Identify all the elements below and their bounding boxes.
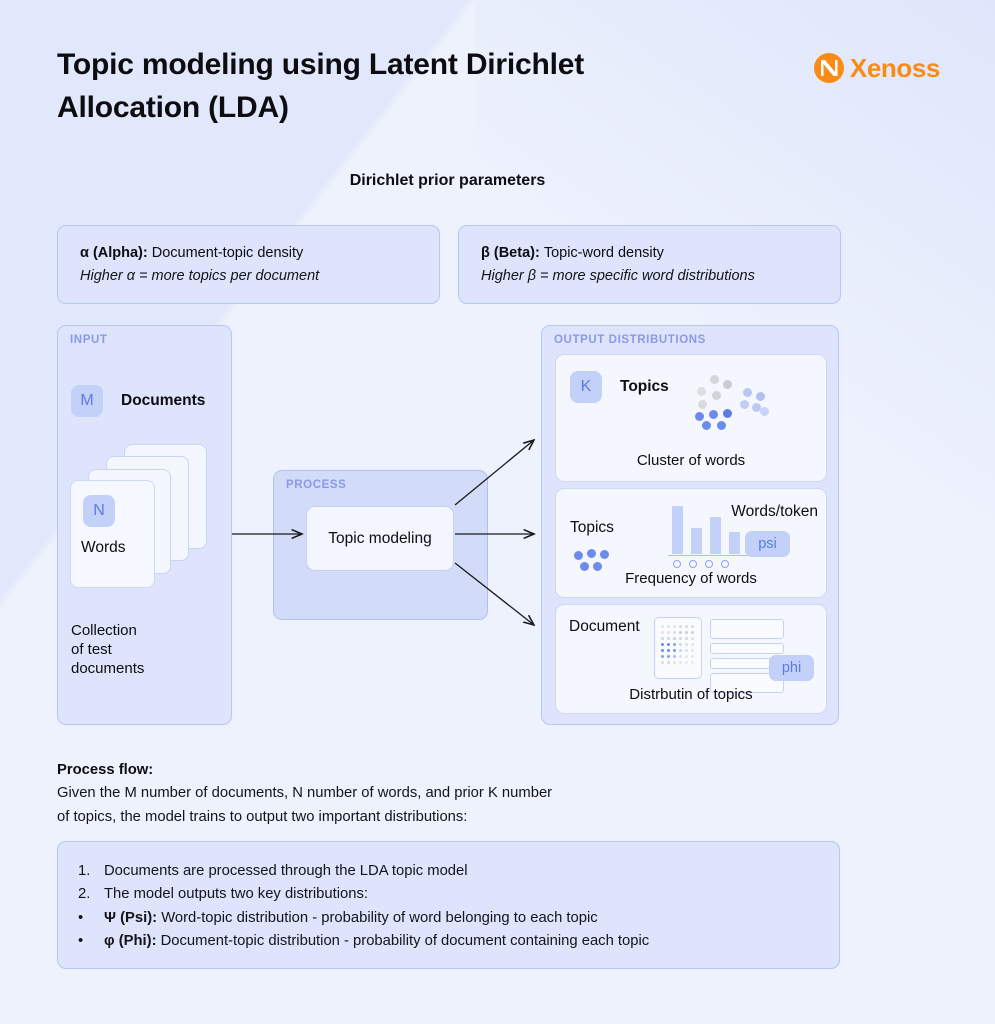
page-title: Topic modeling using Latent Dirichlet Al… (57, 48, 585, 124)
list-marker: • (78, 909, 84, 926)
output-card-frequency: Topics (555, 488, 827, 598)
words-label: Words (81, 539, 126, 556)
topic-modeling-box: Topic modeling (306, 506, 454, 571)
process-panel-label: PROCESS (286, 479, 347, 491)
list-marker: 1. (78, 863, 91, 879)
topics-label: Topics (620, 378, 669, 395)
documents-label: Documents (121, 392, 206, 409)
header: Topic modeling using Latent Dirichlet Al… (57, 44, 940, 130)
stack-card-front: N Words (70, 480, 155, 588)
word-cluster-dots-icon (688, 375, 769, 433)
distribution-of-topics-caption: Distrbutin of topics (629, 686, 753, 703)
param-beta-symbol: β (Beta): (481, 245, 540, 261)
brand-name: Xenoss (849, 52, 940, 83)
document-line (710, 643, 784, 654)
xenoss-mark-icon (813, 53, 844, 83)
process-flow-list: 1. Documents are processed through the L… (57, 841, 840, 969)
param-alpha-card: α (Alpha): Document-topic density Higher… (57, 225, 440, 304)
topics-dots-icon (574, 549, 616, 575)
input-caption-line-2: of test (71, 641, 112, 659)
list-marker: • (78, 933, 84, 950)
dirichlet-parameters: α (Alpha): Document-topic density Higher… (57, 225, 841, 304)
chart-bar (710, 516, 721, 554)
list-text: Ψ (Psi): Word-topic distribution - proba… (104, 909, 598, 926)
input-caption-line-3: documents (71, 660, 145, 678)
document-lines (710, 619, 784, 697)
param-beta-title: β (Beta): Topic-word density (481, 243, 820, 265)
process-flow-line-2: of topics, the model trains to output tw… (57, 809, 468, 826)
process-flow-line-1: Given the M number of documents, N numbe… (57, 785, 553, 802)
output-panel-label: OUTPUT DISTRIBUTIONS (554, 334, 706, 346)
list-item: 2. The model outputs two key distributio… (78, 883, 839, 906)
chart-bar (691, 527, 702, 554)
dirichlet-section-title: Dirichlet prior parameters (349, 172, 546, 189)
input-caption: Collection of test documents (71, 621, 144, 679)
output-card-topics: K Topics (555, 354, 827, 482)
document-line (710, 673, 784, 693)
input-panel: INPUT M Documents N Words Collection of … (57, 325, 232, 725)
list-text: The model outputs two key distributions: (104, 886, 369, 903)
param-alpha-title: α (Alpha): Document-topic density (80, 243, 419, 265)
frequency-of-words-caption: Frequency of words (625, 570, 757, 587)
badge-m: M (71, 385, 103, 417)
input-panel-label: INPUT (70, 334, 108, 346)
document-matrix-icon (654, 617, 784, 693)
input-documents-row: M Documents (71, 385, 205, 417)
document-label: Document (569, 618, 640, 635)
param-alpha-symbol: α (Alpha): (80, 245, 148, 261)
document-stack-icon: N Words (70, 444, 220, 588)
words-token-label: Words/token (731, 503, 818, 520)
list-item: • φ (Phi): Document-topic distribution -… (78, 930, 839, 953)
badge-k: K (570, 371, 602, 403)
process-flow-text: Process flow: Given the M number of docu… (57, 758, 757, 830)
param-alpha-note: Higher α = more topics per document (80, 267, 320, 284)
chart-tick-markers (673, 560, 747, 568)
chart-bar (672, 506, 683, 554)
frequency-topics-label: Topics (570, 519, 614, 536)
chart-baseline (668, 554, 750, 556)
param-alpha-desc: Document-topic density (147, 245, 304, 261)
phi-tag: phi (769, 655, 814, 681)
badge-n: N (83, 495, 115, 527)
param-beta-note: Higher β = more specific word distributi… (481, 267, 755, 284)
bar-chart-icon (668, 503, 754, 571)
topics-header-row: K Topics (570, 371, 669, 403)
output-panel: OUTPUT DISTRIBUTIONS K Topics (541, 325, 839, 725)
process-flow-heading: Process flow: (57, 762, 154, 778)
process-panel: PROCESS Topic modeling (273, 470, 488, 620)
output-card-document: Document (555, 604, 827, 714)
chart-bars (672, 506, 746, 554)
param-beta-desc: Topic-word density (539, 245, 664, 261)
dot-matrix (654, 617, 702, 679)
chart-bar (729, 532, 740, 554)
list-marker: 2. (78, 886, 91, 903)
psi-tag: psi (745, 531, 790, 557)
list-item: • Ψ (Psi): Word-topic distribution - pro… (78, 907, 839, 930)
brand-logo: Xenoss (813, 52, 940, 84)
list-text: φ (Phi): Document-topic distribution - p… (104, 933, 650, 950)
list-item: 1. Documents are processed through the L… (78, 860, 839, 883)
pipeline-diagram: INPUT M Documents N Words Collection of … (0, 325, 995, 725)
document-line (710, 619, 784, 639)
list-text: Documents are processed through the LDA … (104, 863, 468, 879)
input-caption-line-1: Collection (71, 622, 137, 639)
cluster-of-words-caption: Cluster of words (636, 452, 746, 469)
param-beta-card: β (Beta): Topic-word density Higher β = … (458, 225, 841, 304)
